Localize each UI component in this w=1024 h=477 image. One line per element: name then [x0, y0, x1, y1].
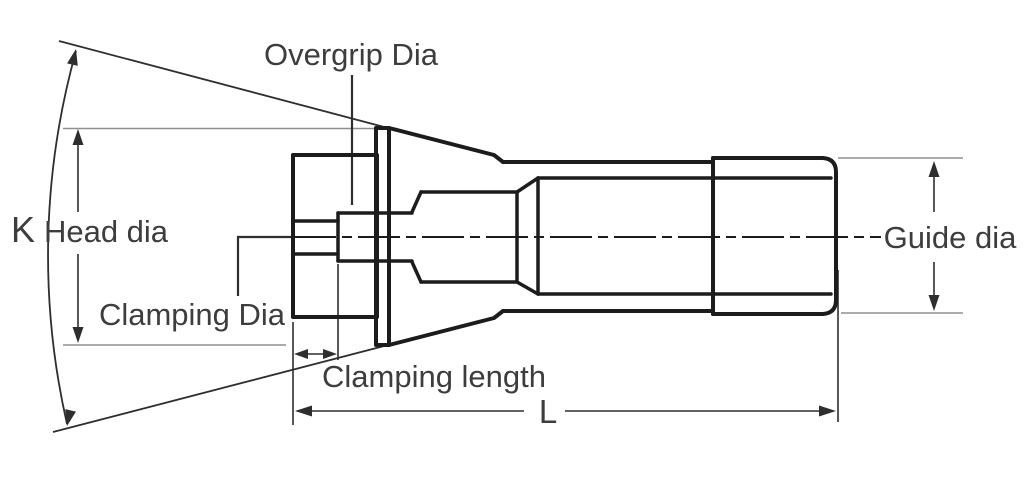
k-angle-arc [47, 50, 77, 425]
l-dimension [295, 270, 839, 422]
k-angle-construction [47, 40, 389, 433]
k-arc-arrowhead-top [67, 49, 78, 66]
cone-face-top [387, 126, 505, 164]
head-dia-dimension [72, 129, 84, 343]
overgrip-dia-label: Overgrip Dia [264, 37, 439, 72]
l-label: L [539, 393, 557, 430]
neck-flare-top [410, 190, 423, 214]
head-dia-label: Head dia [44, 214, 169, 249]
thread-chamfer-top [515, 176, 540, 194]
labels: Overgrip Dia K Head dia Clamping Dia Cla… [11, 37, 1017, 430]
head-dia-arrowhead-up [72, 129, 84, 145]
k-angle-label: K [11, 209, 35, 250]
clamping-dia-label: Clamping Dia [99, 297, 286, 332]
k-arc-arrowhead-bottom [65, 409, 76, 426]
l-arrowhead-right [819, 405, 836, 417]
cone-face-bottom [387, 309, 505, 347]
l-arrowhead-left [295, 405, 312, 417]
guide-dia-arrowhead-up [928, 161, 940, 177]
clamping-dia-leader-line [236, 235, 291, 296]
head-dia-arrowhead-down [72, 327, 84, 343]
thread-chamfer-bottom [515, 280, 540, 296]
guide-dia-dimension [928, 161, 940, 311]
guide-dia-arrowhead-down [928, 295, 940, 311]
clamping-length-dimension [292, 264, 339, 425]
cone-extension-line-bottom [52, 344, 389, 433]
cone-extension-line-top [58, 40, 389, 129]
clamping-length-label: Clamping length [322, 359, 546, 394]
clamping-length-arrowhead-right [323, 349, 337, 359]
clamping-length-arrowhead-left [294, 349, 308, 359]
neck-flare-bottom [410, 260, 423, 284]
collet-outline [291, 126, 881, 347]
extension-lines [63, 127, 963, 346]
guide-dia-label: Guide dia [884, 220, 1017, 255]
